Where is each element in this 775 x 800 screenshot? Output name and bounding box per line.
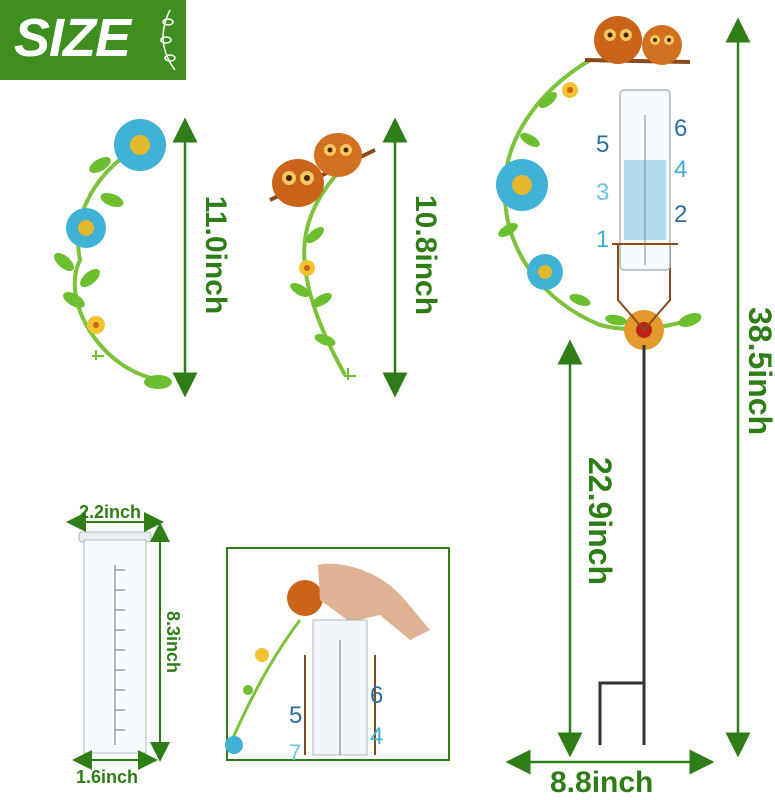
inset-photo [225,547,450,761]
tube-top-width-label: 2.2inch [79,502,142,522]
tube-bottom-width-label: 1.6inch [76,767,139,787]
gauge-number-6: 6 [674,115,688,142]
arc-flower-height-label: 11.0inch [199,195,232,315]
size-banner: SIZE [0,0,186,80]
gauge-number-4: 4 [674,156,688,183]
stake-height-label: 22.9inch [582,456,618,586]
inset-number-7: 7 [289,740,302,765]
arc-owl-height-label: 10.8inch [409,194,442,316]
total-width-label: 8.8inch [550,766,654,799]
owl-icon [642,25,682,65]
owl-icon [314,133,362,177]
leaf-ornament-icon [160,9,176,71]
tube-height-label: 8.3inch [163,610,183,674]
yellow-flower-icon [299,260,315,276]
owl-icon [594,16,642,64]
total-height-label: 38.5inch [742,306,775,436]
blue-flower-icon [66,208,106,248]
gauge-number-1: 1 [596,226,610,253]
blue-flower-icon [114,119,166,171]
inset-number-5: 5 [289,702,303,729]
yellow-flower-icon [87,316,105,334]
banner-title: SIZE [14,8,131,68]
inset-number-4: 4 [370,723,384,750]
owl-arc-stake [269,117,408,398]
full-rain-gauge-stake [496,16,702,745]
inset-number-6: 6 [370,682,384,709]
gauge-number-5: 5 [596,131,610,158]
flower-arc-stake [54,117,198,398]
gauge-tube [66,512,170,770]
gauge-number-3: 3 [596,179,610,206]
blue-flower-icon [527,254,563,290]
gauge-number-2: 2 [674,201,688,228]
yellow-flower-icon [562,82,578,98]
blue-flower-icon [496,159,548,211]
owl-icon [272,159,324,207]
